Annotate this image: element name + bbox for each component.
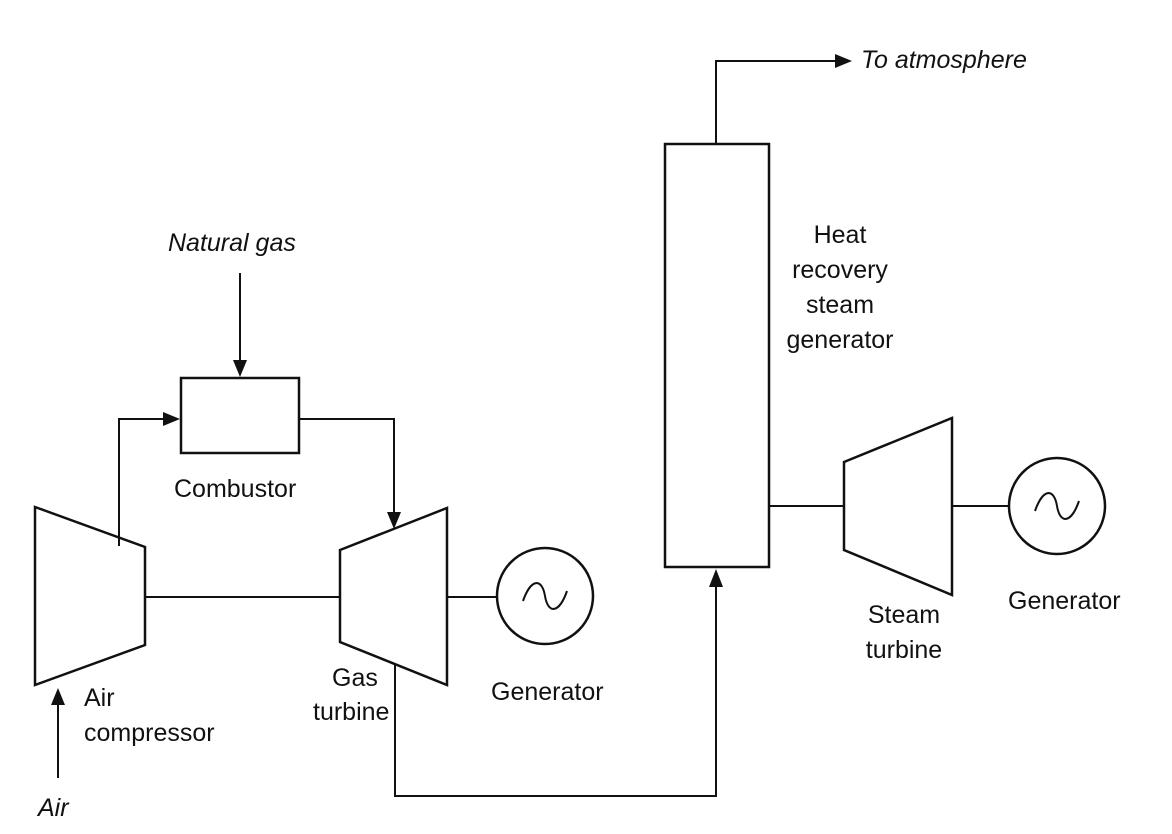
air-compressor-label-line-2: compressor	[84, 719, 215, 747]
compressor-to-combustor-arrowhead	[163, 412, 180, 426]
generator-1-label: Generator	[491, 678, 604, 706]
steam-turbine-label-line-1: Steam	[868, 601, 940, 629]
combustor-box	[179, 376, 301, 455]
hrsg-label-line-2: recovery	[792, 256, 888, 284]
hrsg-box	[663, 142, 771, 569]
exhaust-to-hrsg-line	[394, 585, 717, 797]
air-label: Air	[36, 794, 70, 822]
air-inflow-arrowhead	[51, 688, 65, 705]
generator-2-label: Generator	[1008, 587, 1121, 615]
to-atmosphere-label: To atmosphere	[861, 46, 1027, 74]
generator-1-sine-icon	[522, 582, 568, 610]
natural-gas-label: Natural gas	[168, 229, 296, 257]
gas-turbine-shape	[338, 506, 449, 687]
compressor-to-combustor-line	[118, 418, 165, 546]
gas-turbine-label-line-1: Gas	[332, 664, 378, 692]
combustor-to-turbine-line	[299, 418, 395, 514]
hrsg-label-line-1: Heat	[814, 221, 867, 249]
combustor-to-turbine-arrowhead	[387, 512, 401, 529]
stack-to-atmosphere-line	[715, 60, 837, 144]
exhaust-to-hrsg-arrowhead	[709, 569, 723, 587]
combustor-label: Combustor	[174, 475, 296, 503]
steam-turbine-shape	[842, 416, 954, 597]
stack-to-atmosphere-arrowhead	[835, 54, 852, 68]
generator-2-sine-icon	[1034, 492, 1080, 520]
gas-turbine-label-line-2: turbine	[313, 698, 389, 726]
natural-gas-arrowhead	[233, 360, 247, 377]
air-compressor-label-line-1: Air	[84, 684, 115, 712]
air-compressor-shape	[33, 505, 147, 687]
hrsg-label-line-3: steam	[806, 291, 874, 319]
steam-turbine-label-line-2: turbine	[866, 636, 942, 664]
hrsg-label-line-4: generator	[786, 326, 893, 354]
